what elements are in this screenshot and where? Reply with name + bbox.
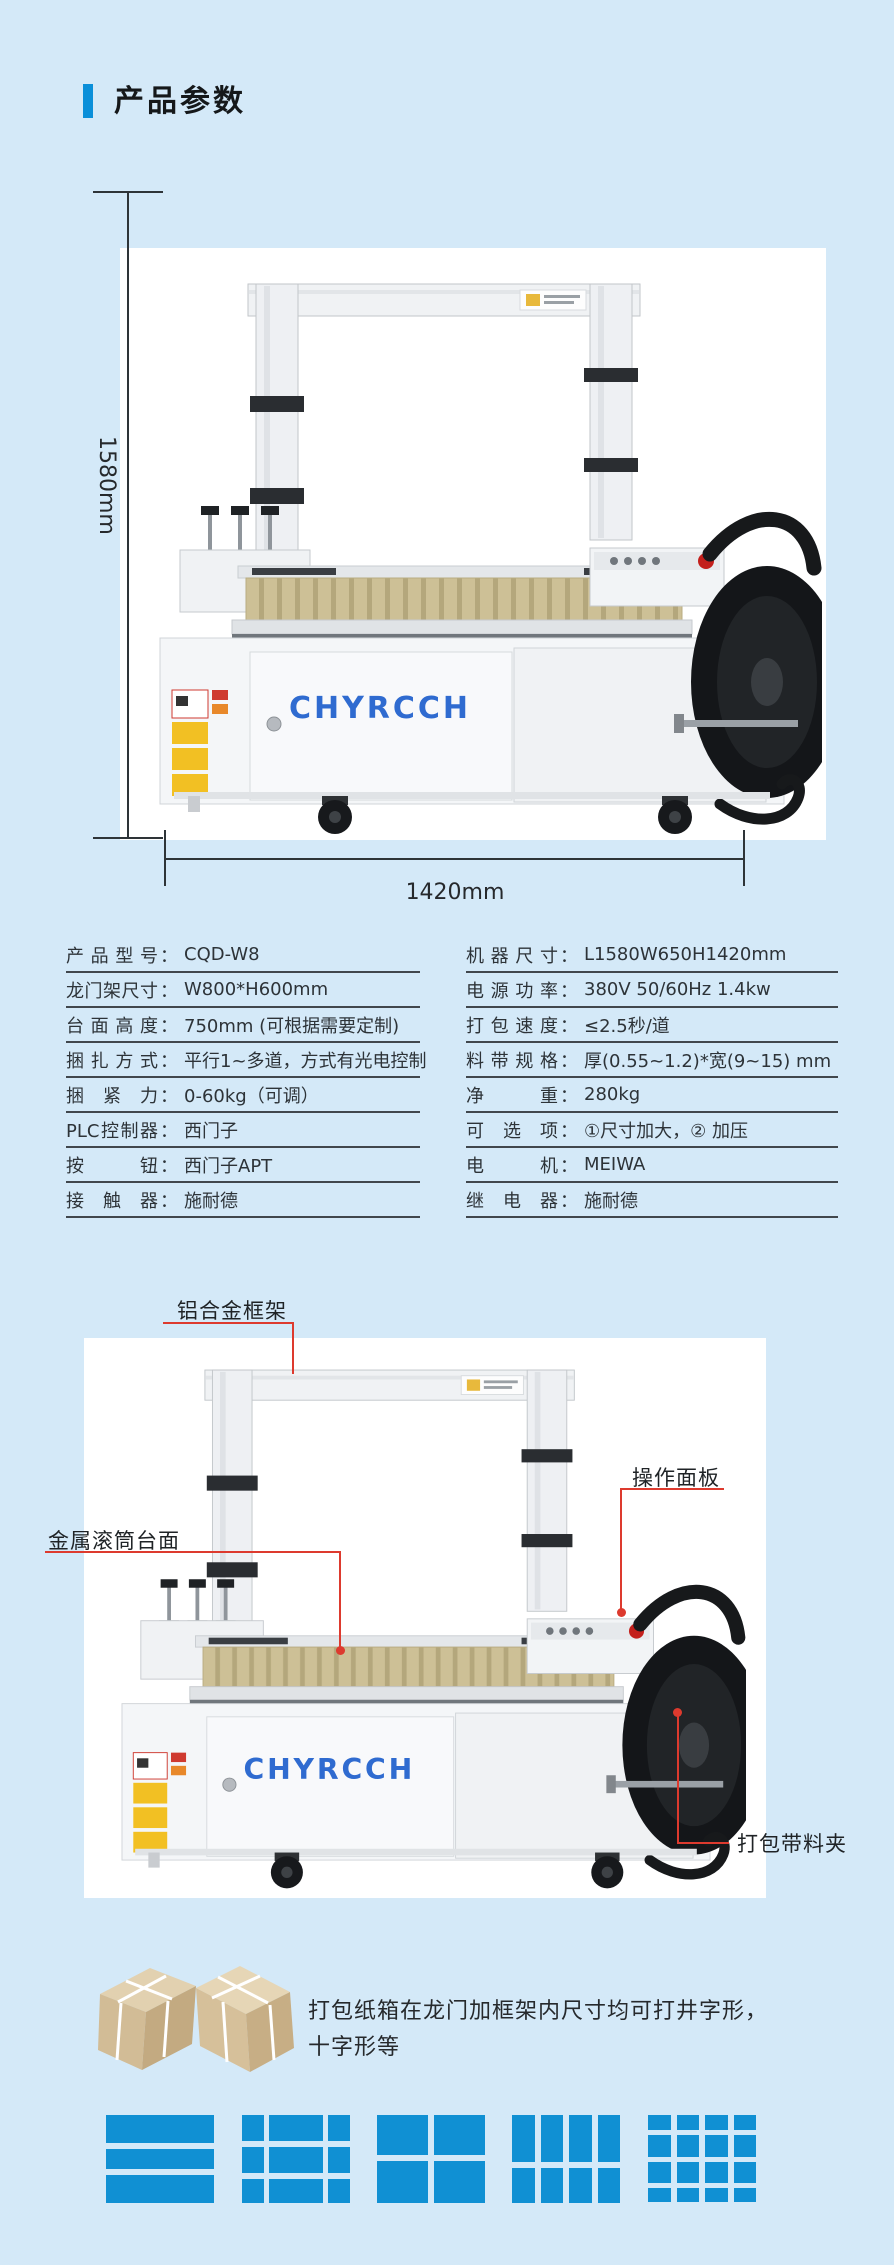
callout-frame-leader-line xyxy=(292,1322,294,1374)
spec-row-button: 按钮：西门子APT xyxy=(66,1148,420,1183)
spec-label: 龙门架尺寸 xyxy=(66,980,158,1002)
machine-photo-2: CHYRCCH xyxy=(86,1338,766,1894)
vertical-straps-icon xyxy=(512,2115,620,2203)
boxes-icon xyxy=(98,1966,294,2072)
note-line-1: 打包纸箱在龙门加框架内尺寸均可打井字形， xyxy=(308,1999,769,2024)
strapping-machine-illustration: CHYRCCH xyxy=(159,283,843,834)
spec-value: 厚(0.55~1.2)*宽(9~15) mm xyxy=(584,1050,832,1072)
spec-value: ≤2.5秒/道 xyxy=(584,1015,670,1037)
cross-pattern-straps-icon xyxy=(377,2115,485,2203)
spec-label: 打包速度 xyxy=(466,1015,558,1037)
strapping-machine-illustration: CHYRCCH xyxy=(121,1369,766,1889)
spec-label: 可选项 xyxy=(466,1120,558,1142)
spec-value: MEIWA xyxy=(584,1154,646,1175)
spec-label: 净重 xyxy=(466,1085,558,1107)
spec-label: 捆紧力 xyxy=(66,1085,158,1107)
spec-label: 台面高度 xyxy=(66,1015,158,1037)
height-dimension-line xyxy=(127,192,129,838)
spec-label: 机器尺寸 xyxy=(466,945,558,967)
dense-grid-straps-icon xyxy=(648,2115,756,2203)
callout-strap-clamp-underline xyxy=(677,1842,729,1844)
horizontal-straps-icon xyxy=(106,2115,214,2203)
spec-value: 施耐德 xyxy=(184,1190,238,1212)
spec-label: PLC控制器 xyxy=(66,1120,158,1142)
spec-value: 280kg xyxy=(584,1084,641,1105)
spec-label: 按钮 xyxy=(66,1155,158,1177)
spec-label: 捆扎方式 xyxy=(66,1050,158,1072)
page-title: 产品参数 xyxy=(114,84,246,119)
spec-row-motor: 电机：MEIWA xyxy=(466,1148,838,1183)
callout-panel-label: 操作面板 xyxy=(632,1466,720,1490)
spec-label: 产品型号 xyxy=(66,945,158,967)
callout-strap-clamp-leader-line xyxy=(677,1712,679,1844)
spec-value: 750mm (可根据需要定制) xyxy=(184,1015,400,1037)
spec-row-tension: 捆紧力：0-60kg（可调） xyxy=(66,1078,420,1113)
spec-row-strap-spec: 料带规格：厚(0.55~1.2)*宽(9~15) mm xyxy=(466,1043,838,1078)
spec-value: 380V 50/60Hz 1.4kw xyxy=(584,979,771,1000)
height-dimension-cap-bottom xyxy=(93,837,163,839)
spec-value: ①尺寸加大，② 加压 xyxy=(584,1120,748,1142)
machine-photo-1: CHYRCCH xyxy=(122,250,843,840)
callout-roller-table-dot xyxy=(336,1646,345,1655)
callout-roller-table-leader-line xyxy=(339,1551,341,1651)
brand-logo: CHYRCCH xyxy=(289,691,471,726)
spec-value: 0-60kg（可调） xyxy=(184,1085,319,1107)
title-accent-bar xyxy=(83,84,93,118)
spec-row-power: 电源功率：380V 50/60Hz 1.4kw xyxy=(466,973,838,1008)
spec-label: 电机 xyxy=(466,1155,558,1177)
callout-frame-label: 铝合金框架 xyxy=(177,1299,287,1323)
spec-label: 继电器 xyxy=(466,1190,558,1212)
spec-value: L1580W650H1420mm xyxy=(584,944,787,965)
callout-roller-table-label: 金属滚筒台面 xyxy=(48,1529,180,1553)
spec-table-left-column: 产品型号：CQD-W8 龙门架尺寸：W800*H600mm 台面高度：750mm… xyxy=(66,938,427,1218)
height-dimension-cap-top xyxy=(93,191,163,193)
note-line-2: 十字形等 xyxy=(308,2035,401,2060)
spec-row-gantry-size: 龙门架尺寸：W800*H600mm xyxy=(66,973,420,1008)
spec-row-model: 产品型号：CQD-W8 xyxy=(66,938,420,973)
width-dimension-line xyxy=(165,858,745,860)
width-dimension-tick-left xyxy=(164,830,166,886)
cardboard-boxes-illustration xyxy=(88,1952,298,2081)
spec-value: 西门子 xyxy=(184,1120,238,1142)
spec-row-plc: PLC控制器：西门子 xyxy=(66,1113,420,1148)
callout-roller-table-underline xyxy=(45,1551,341,1553)
spec-value: 平行1~多道，方式有光电控制 xyxy=(184,1050,427,1072)
spec-value: CQD-W8 xyxy=(184,944,260,965)
callout-panel-dot xyxy=(617,1608,626,1617)
spec-value: 西门子APT xyxy=(184,1155,273,1177)
spec-row-machine-size: 机器尺寸：L1580W650H1420mm xyxy=(466,938,838,973)
spec-row-strap-mode: 捆扎方式：平行1~多道，方式有光电控制 xyxy=(66,1043,427,1078)
spec-label: 接触器 xyxy=(66,1190,158,1212)
spec-row-table-height: 台面高度：750mm (可根据需要定制) xyxy=(66,1008,420,1043)
callout-strap-clamp-label: 打包带料夹 xyxy=(737,1832,847,1856)
width-dimension-tick-right xyxy=(743,830,745,886)
spec-value: W800*H600mm xyxy=(184,979,329,1000)
spec-row-weight: 净重：280kg xyxy=(466,1078,838,1113)
spec-row-speed: 打包速度：≤2.5秒/道 xyxy=(466,1008,838,1043)
spec-row-relay: 继电器：施耐德 xyxy=(466,1183,838,1218)
spec-value: 施耐德 xyxy=(584,1190,638,1212)
callout-panel-underline xyxy=(620,1488,724,1490)
spec-row-options: 可选项：①尺寸加大，② 加压 xyxy=(466,1113,838,1148)
well-pattern-straps-icon xyxy=(242,2115,350,2203)
height-dimension-label: 1580mm xyxy=(94,436,119,535)
spec-label: 料带规格 xyxy=(466,1050,558,1072)
brand-logo: CHYRCCH xyxy=(244,1753,416,1786)
spec-row-contactor: 接触器：施耐德 xyxy=(66,1183,420,1218)
callout-frame-underline xyxy=(163,1322,294,1324)
callout-panel-leader-line xyxy=(620,1488,622,1612)
spec-label: 电源功率 xyxy=(466,980,558,1002)
spec-table-right-column: 机器尺寸：L1580W650H1420mm 电源功率：380V 50/60Hz … xyxy=(466,938,838,1218)
width-dimension-label: 1420mm xyxy=(405,880,505,905)
